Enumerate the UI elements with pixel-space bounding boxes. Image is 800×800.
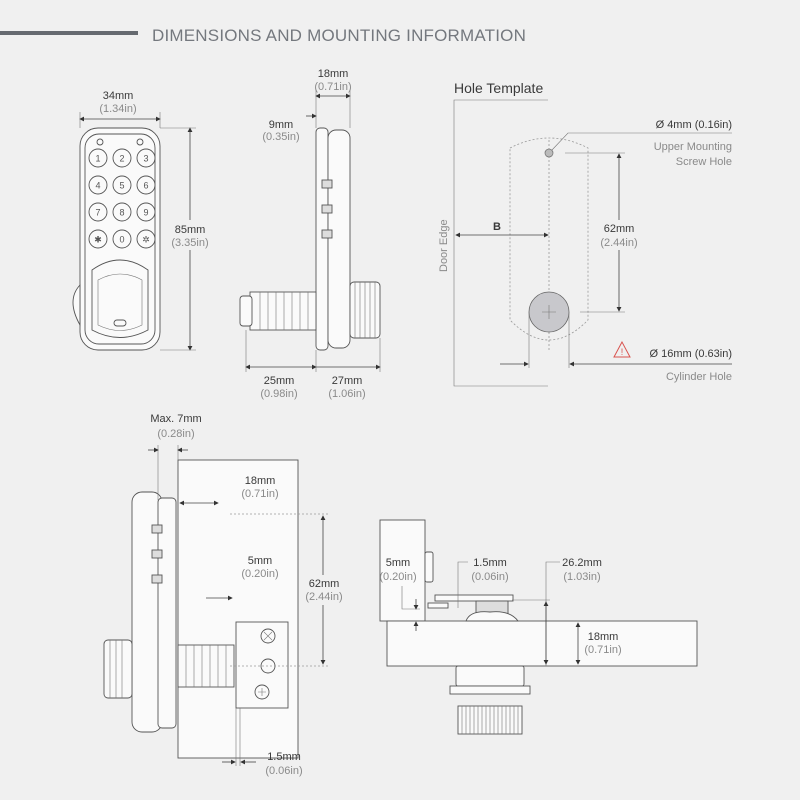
keypad-key: [136, 229, 156, 249]
cylinder-label: Cylinder Hole: [666, 371, 732, 383]
keypad-key-label: 9: [143, 208, 148, 218]
side-view: 18mm (0.71in) 9mm (0.35in) 25mm (0.98in)…: [239, 68, 381, 400]
header-rule: [0, 31, 138, 35]
door-thickness-in: (0.71in): [241, 488, 278, 500]
keypad-key: [136, 175, 156, 195]
screw-diameter: Ø 4mm (0.16in): [656, 119, 732, 131]
mount-spacing-mm: 62mm: [309, 578, 340, 590]
mount-spacing-in: (2.44in): [305, 591, 342, 603]
hole-template: Hole Template Door Edge B Ø 4mm (0.16in)…: [438, 80, 732, 387]
keypad-key: [88, 148, 108, 168]
side-knob-in: (1.06in): [328, 388, 365, 400]
front-width-in: (1.34in): [99, 103, 136, 115]
screw-label-line1: Upper Mounting: [654, 141, 732, 153]
cylinder-diameter: Ø 16mm (0.63in): [649, 348, 732, 360]
keypad-key: [112, 229, 132, 249]
hole-spacing-in: (2.44in): [600, 237, 637, 249]
keypad-key-label: ✱: [94, 235, 102, 245]
cylinder-thread: [249, 291, 317, 331]
screw-label-line2: Screw Hole: [676, 156, 732, 168]
keypad-key-label: 8: [119, 208, 124, 218]
mounting-cylinder: [177, 644, 235, 688]
max-gap-in: (0.28in): [157, 428, 194, 440]
keypad-key: [112, 148, 132, 168]
door-thickness-mm: 18mm: [245, 475, 276, 487]
hole-spacing-mm: 62mm: [604, 223, 635, 235]
plate-gap-in: (0.20in): [241, 568, 278, 580]
side-depth-mm: 18mm: [318, 68, 349, 80]
keypad-key: [88, 202, 108, 222]
front-height-in: (3.35in): [171, 237, 208, 249]
b-label: B: [493, 221, 501, 233]
keypad-key-label: 1: [95, 154, 100, 164]
keypad-key-label: 2: [119, 154, 124, 164]
mounting-top-view: 5mm (0.20in) 1.5mm (0.06in) 26.2mm (1.03…: [379, 519, 698, 735]
top-total-in: (1.03in): [563, 571, 600, 583]
plate-gap-mm: 5mm: [248, 555, 272, 567]
keypad-key: [136, 202, 156, 222]
handle-knob: [91, 259, 149, 338]
screw-hole: [544, 148, 554, 158]
warning-icon: [613, 340, 631, 358]
top-total-mm: 26.2mm: [562, 557, 602, 569]
mounting-knob: [103, 639, 133, 699]
top-cam-mm: 1.5mm: [473, 557, 507, 569]
svg-text:!: !: [621, 347, 624, 357]
keypad-key: [88, 229, 108, 249]
keypad-key-label: 3: [143, 154, 148, 164]
mounting-side-view: 62mm (2.44in) Max. 7mm (0.28in) 18mm (0.…: [103, 413, 346, 777]
keypad-key: [136, 148, 156, 168]
top-gap-mm: 5mm: [386, 557, 410, 569]
side-cyl-mm: 25mm: [264, 375, 295, 387]
door-edge-label: Door Edge: [438, 219, 450, 272]
front-height-mm: 85mm: [175, 224, 206, 236]
side-depth-in: (0.71in): [314, 81, 351, 93]
front-view: 1 2 3 4 5 6 7 8 9 ✱ 0 ✲ 34mm (1.34in) 85mm (3.35in): [72, 90, 210, 351]
top-gap-in: (0.20in): [379, 571, 416, 583]
keypad-key-label: ✲: [142, 235, 150, 245]
cam-thickness-mm: 1.5mm: [267, 751, 301, 763]
keypad-key-label: 6: [143, 181, 148, 191]
door-section: [386, 620, 698, 667]
keypad-key: [88, 175, 108, 195]
keypad-key-label: 0: [119, 235, 124, 245]
side-cyl-in: (0.98in): [260, 388, 297, 400]
front-width-mm: 34mm: [103, 90, 134, 102]
side-knob-mm: 27mm: [332, 375, 363, 387]
max-gap-mm: Max. 7mm: [150, 413, 201, 425]
page-title: DIMENSIONS AND MOUNTING INFORMATION: [152, 26, 526, 45]
side-face-in: (0.35in): [262, 131, 299, 143]
door-panel: [177, 459, 299, 759]
lock-outline: [509, 137, 589, 341]
hole-template-title: Hole Template: [454, 80, 543, 96]
side-face-mm: 9mm: [269, 119, 293, 131]
cam-thickness-in: (0.06in): [265, 765, 302, 777]
top-cam-in: (0.06in): [471, 571, 508, 583]
top-door-in: (0.71in): [584, 644, 621, 656]
keypad-key: [112, 202, 132, 222]
keypad-key-label: 7: [95, 208, 100, 218]
keypad-key-label: 4: [95, 181, 100, 191]
top-door-mm: 18mm: [588, 631, 619, 643]
top-knob: [455, 665, 525, 687]
keypad-key: [112, 175, 132, 195]
keypad-key-label: 5: [119, 181, 124, 191]
